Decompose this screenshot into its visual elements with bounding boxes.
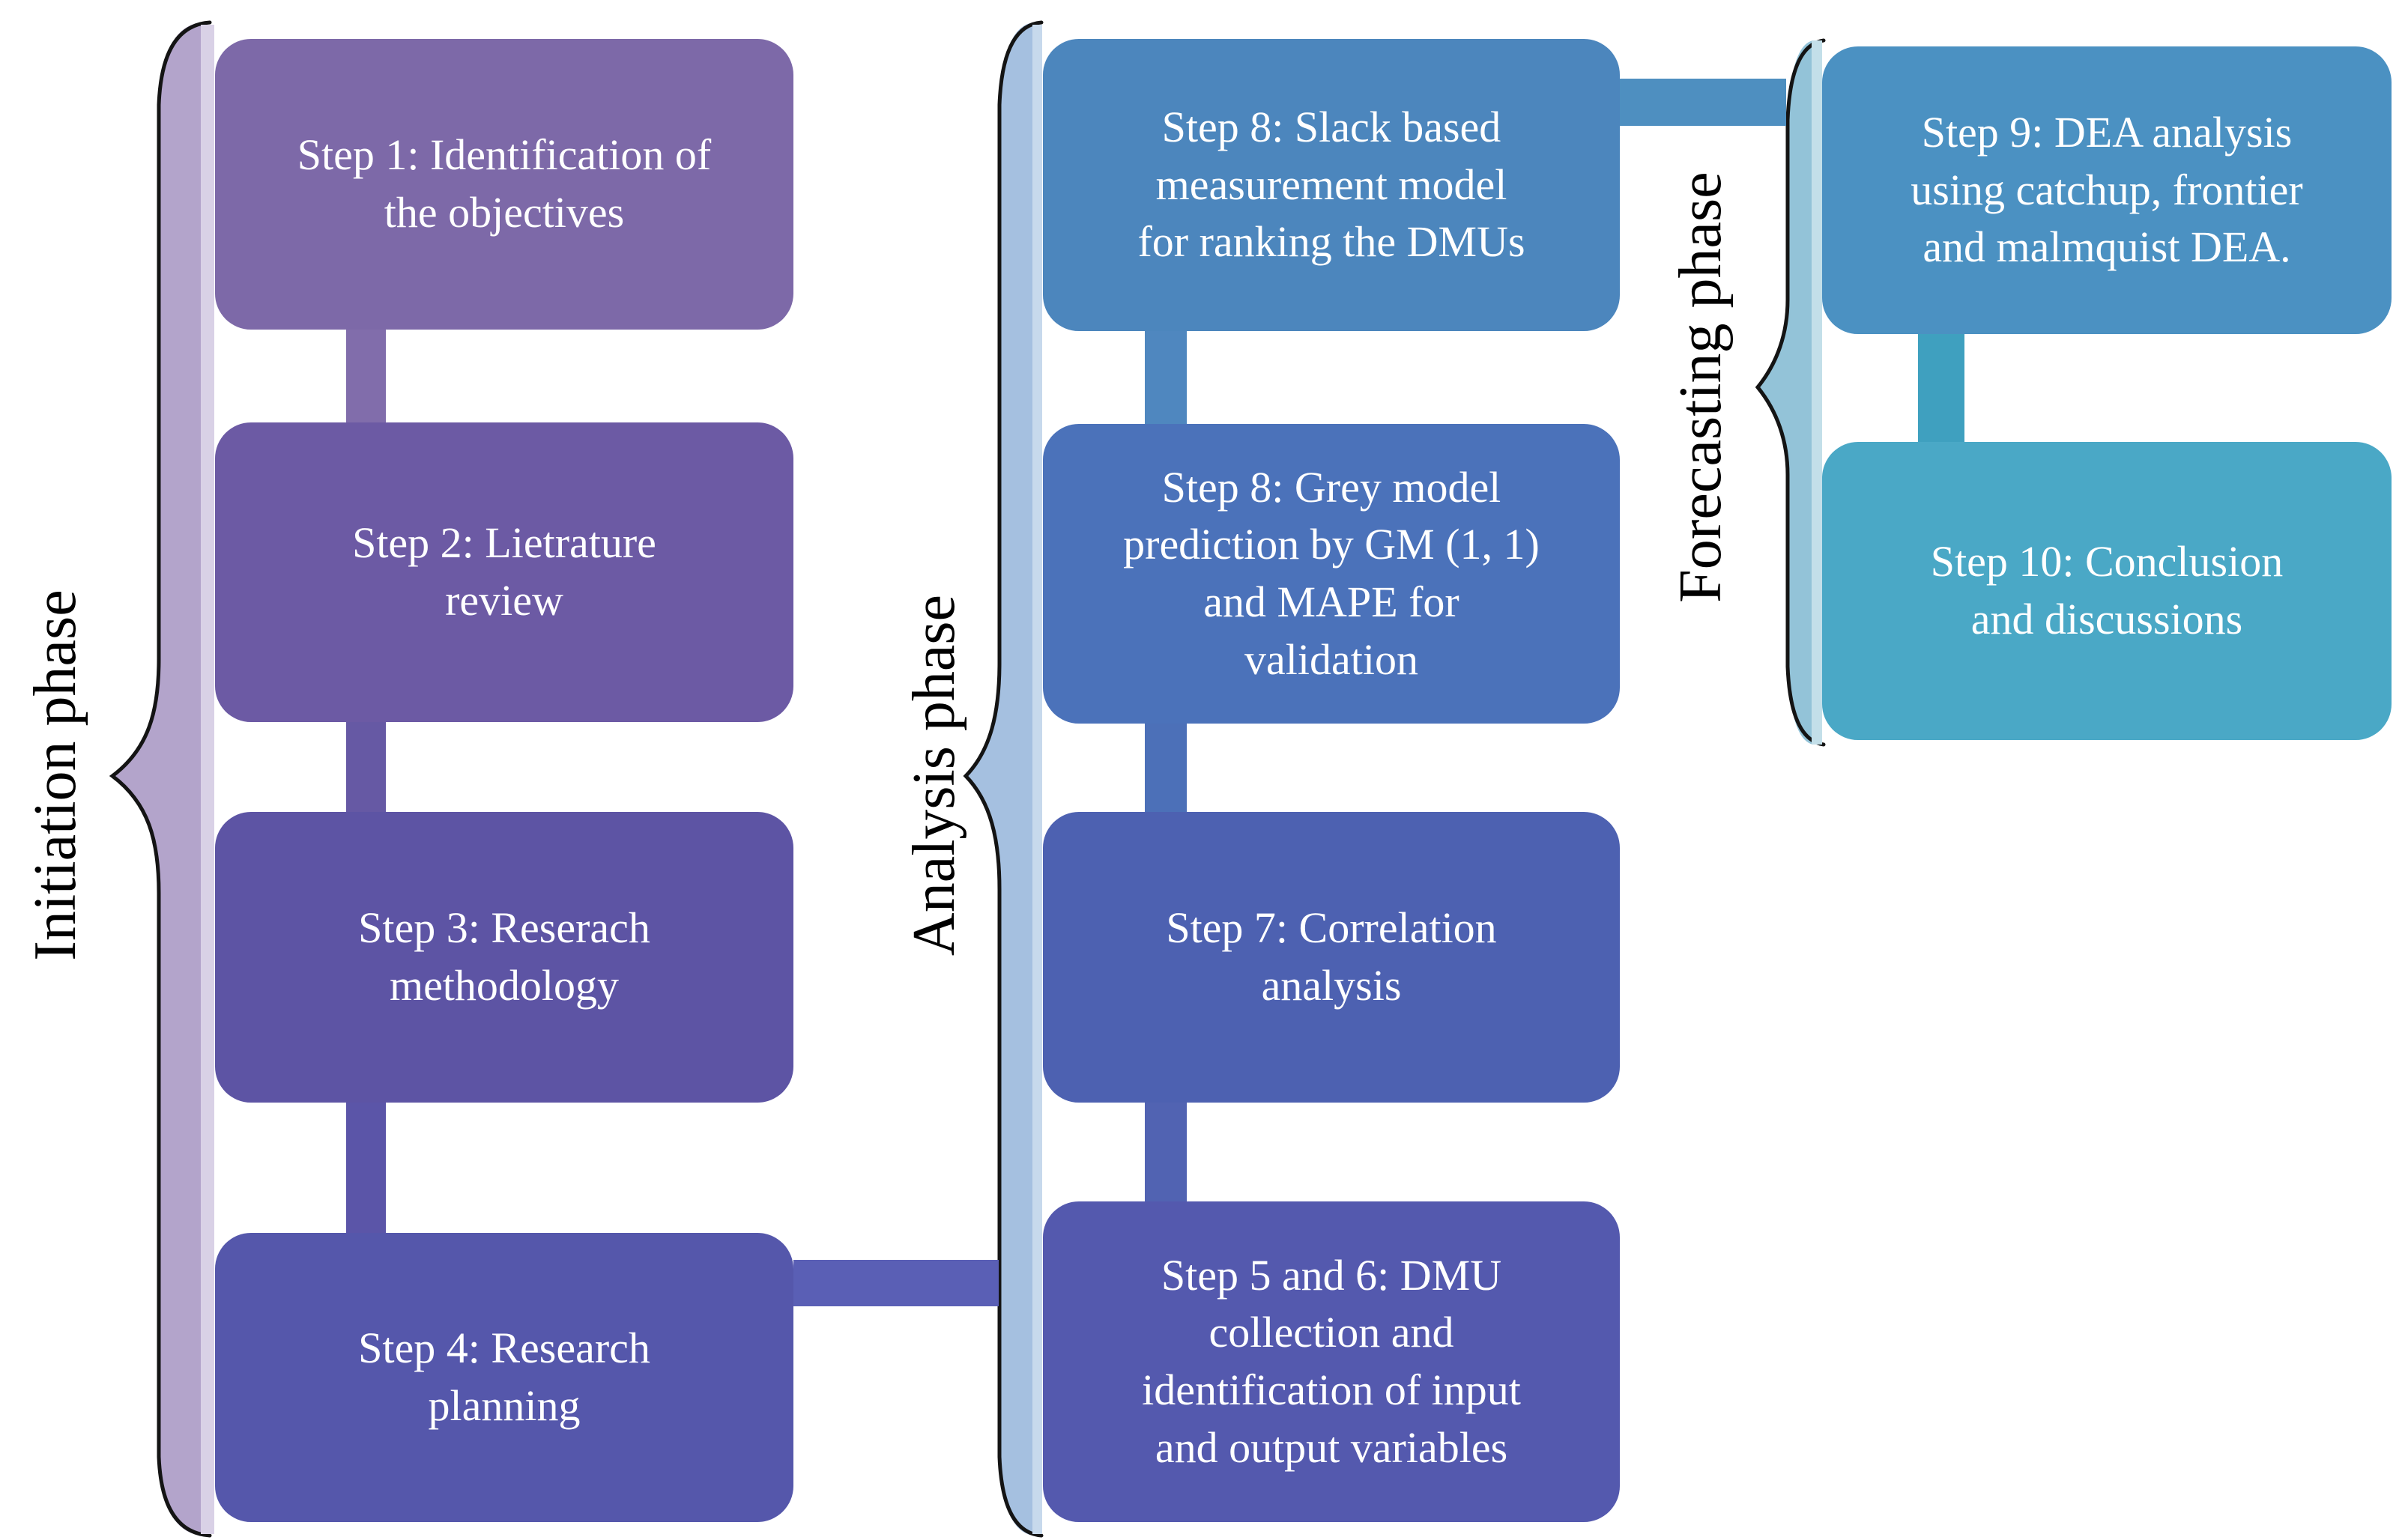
initiation-phase-label: Initiation phase <box>22 589 88 961</box>
box-step8-sbm: Step 8: Slack based measurement model fo… <box>1043 39 1620 331</box>
analysis-brace-outline <box>963 20 1044 1538</box>
box-step7-label: Step 7: Correlation analysis <box>1166 903 1497 1010</box>
box-step5-6: Step 5 and 6: DMU collection and identif… <box>1043 1201 1620 1522</box>
forecasting-brace-outline <box>1755 38 1826 747</box>
connector-step3-step4 <box>346 1103 386 1234</box>
box-step9: Step 9: DEA analysis using catchup, fron… <box>1822 46 2392 334</box>
connector-step8-step9 <box>1620 79 1786 126</box>
connector-step9-step10 <box>1918 333 1964 443</box>
box-step8-sbm-label: Step 8: Slack based measurement model fo… <box>1137 103 1525 267</box>
forecasting-brace-shape <box>1758 40 1813 745</box>
box-step4: Step 4: Research planning <box>215 1233 793 1522</box>
initiation-brace-outline <box>109 20 212 1538</box>
initiation-brace-shape <box>112 22 202 1536</box>
box-step10: Step 10: Conclusion and discussions <box>1822 442 2392 740</box>
box-step2: Step 2: Lietrature review <box>215 422 793 722</box>
connector-step4-step5 <box>793 1260 999 1306</box>
box-step3: Step 3: Reserach methodology <box>215 812 793 1103</box>
connector-step8grey-step7 <box>1145 722 1187 813</box>
analysis-brace-shape <box>966 22 1034 1536</box>
box-step2-label: Step 2: Lietrature review <box>352 518 656 625</box>
initiation-brace-edge <box>201 25 214 1534</box>
box-step10-label: Step 10: Conclusion and discussions <box>1930 537 2284 643</box>
box-step1-label: Step 1: Identification of the objectives <box>297 130 712 237</box>
box-step7: Step 7: Correlation analysis <box>1043 812 1620 1103</box>
box-step3-label: Step 3: Reserach methodology <box>358 903 650 1010</box>
forecasting-phase-label: Forecasting phase <box>1667 172 1734 603</box>
connector-step7-step56 <box>1145 1103 1187 1203</box>
box-step8-grey-label: Step 8: Grey model prediction by GM (1, … <box>1123 462 1540 684</box>
box-step1: Step 1: Identification of the objectives <box>215 39 793 330</box>
connector-step1-step2 <box>346 330 386 424</box>
connector-step8sbm-step8grey <box>1145 330 1187 425</box>
box-step5-6-label: Step 5 and 6: DMU collection and identif… <box>1142 1250 1521 1472</box>
box-step9-label: Step 9: DEA analysis using catchup, fron… <box>1911 108 2303 272</box>
forecasting-brace-edge <box>1812 40 1822 745</box>
connector-step2-step3 <box>346 721 386 813</box>
analysis-phase-label: Analysis phase <box>901 594 967 957</box>
analysis-brace-edge <box>1032 25 1042 1534</box>
box-step4-label: Step 4: Research planning <box>358 1324 650 1430</box>
box-step8-grey: Step 8: Grey model prediction by GM (1, … <box>1043 424 1620 724</box>
